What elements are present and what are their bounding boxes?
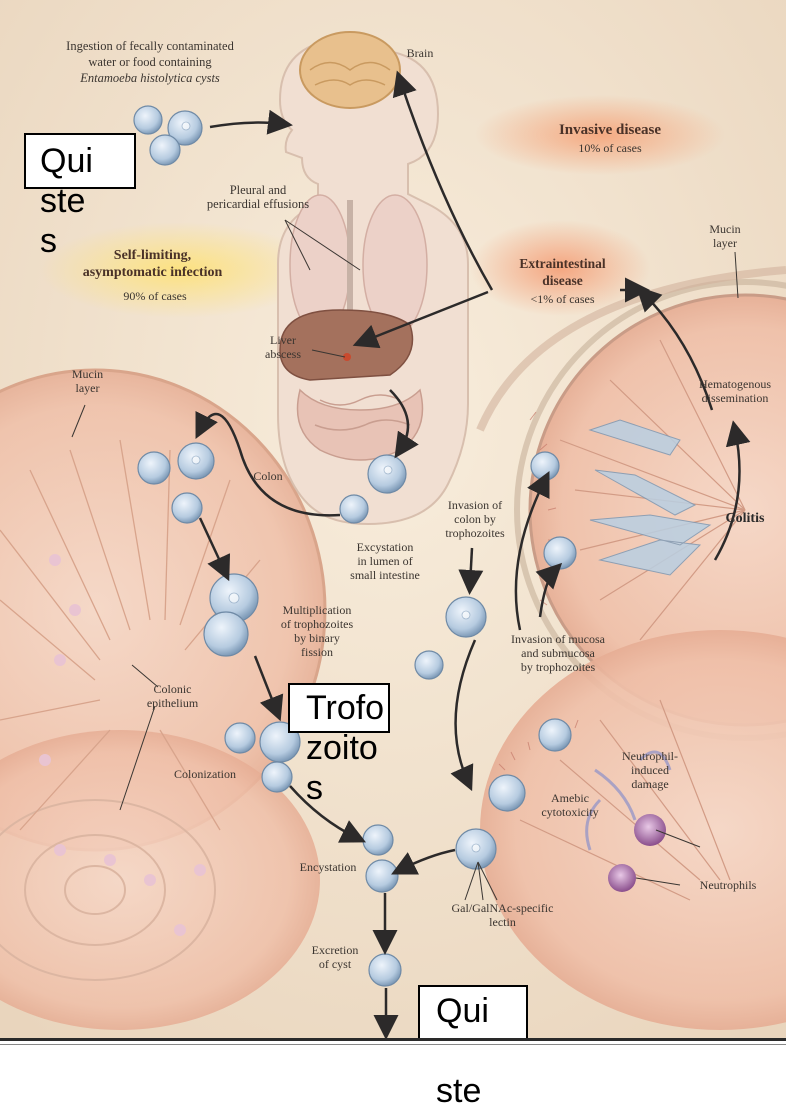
neutrophils-label: Neutrophils xyxy=(683,878,773,892)
brain-label: Brain xyxy=(390,46,450,60)
hematogenous-label: Hematogenous dissemination xyxy=(685,377,785,405)
invasive-disease-percent: 10% of cases xyxy=(540,141,680,155)
colonic-epithelium-label: Colonic epithelium xyxy=(135,682,210,710)
amebic-cytotoxicity-label: Amebic cytotoxicity xyxy=(530,791,610,819)
bottom-rule-thin xyxy=(0,1044,786,1045)
extraintestinal-percent: <1% of cases xyxy=(500,292,625,306)
colonization-label: Colonization xyxy=(160,767,250,781)
excystation-label: Excystation in lumen of small intestine xyxy=(330,540,440,582)
diagram-canvas: Ingestion of fecally contaminated water … xyxy=(0,0,786,1074)
multiplication-label: Multiplication of trophozoites by binary… xyxy=(262,603,372,659)
ingestion-label-line1: Ingestion of fecally contaminated xyxy=(30,39,270,53)
quistes-bottom-text: Qui ste xyxy=(436,991,489,1111)
extraintestinal-title: Extraintestinal disease xyxy=(500,255,625,289)
ingestion-label-line3: Entamoeba histolytica cysts xyxy=(30,71,270,85)
mucin-layer-right-label: Mucin layer xyxy=(690,222,760,250)
invasion-colon-label: Invasion of colon by trophozoites xyxy=(425,498,525,540)
liver-abscess-label: Liver abscess xyxy=(248,333,318,361)
gal-galnac-lectin-label: Gal/GalNAc-specific lectin xyxy=(440,901,565,929)
encystation-label: Encystation xyxy=(288,860,368,874)
colon-label: Colon xyxy=(238,469,298,483)
trofozoitos-text: Trofo zoito s xyxy=(306,688,384,808)
invasive-disease-title: Invasive disease xyxy=(540,122,680,139)
bottom-rule xyxy=(0,1038,786,1041)
invasion-mucosa-label: Invasion of mucosa and submucosa by trop… xyxy=(488,632,628,674)
mucin-layer-left-label: Mucin layer xyxy=(55,367,120,395)
neutrophil-damage-label: Neutrophil- induced damage xyxy=(600,749,700,791)
ingestion-label-line2: water or food containing xyxy=(30,55,270,69)
excretion-label: Excretion of cyst xyxy=(300,943,370,971)
quistes-top-text: Qui ste s xyxy=(40,141,93,261)
self-limiting-percent: 90% of cases xyxy=(100,289,210,303)
colitis-label: Colitis xyxy=(710,510,780,527)
pleural-effusions-label: Pleural and pericardial effusions xyxy=(178,183,338,211)
